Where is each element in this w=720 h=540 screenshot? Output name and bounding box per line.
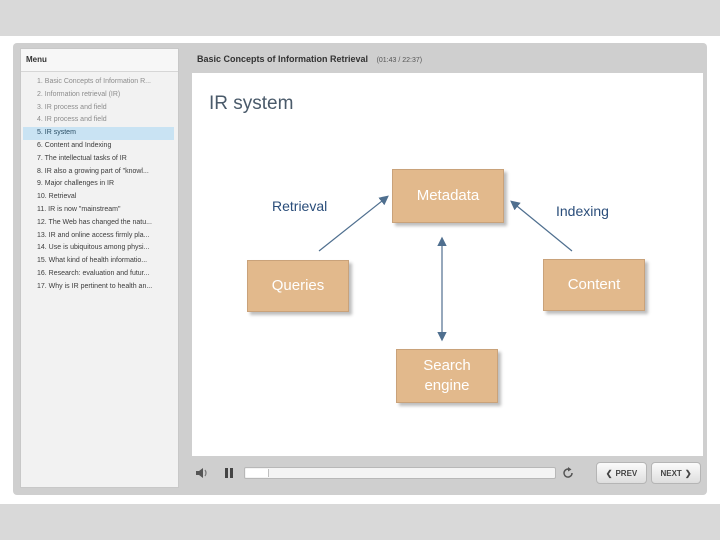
menu-item[interactable]: 12. The Web has changed the natu... [37,218,152,226]
content-label: Content [567,276,621,293]
playback-controls: ❮ PREV NEXT ❯ [190,460,702,488]
menu-item[interactable]: 14. Use is ubiquitous among physi... [37,244,150,252]
volume-icon [196,468,207,478]
menu-item[interactable]: 8. IR also a growing part of "knowl... [37,167,149,175]
replay-icon [563,467,573,478]
metadata-box: Metadata [392,169,504,223]
elapsed-time: (01:43 / 22:37) [376,57,423,64]
menu-item[interactable]: 11. IR is now "mainstream" [37,205,121,213]
menu-item[interactable]: 6. Content and Indexing [37,141,112,149]
pause-icon [225,468,233,478]
menu-item[interactable]: 7. The intellectual tasks of IR [37,154,127,162]
menu-sidebar: Menu 1. Basic Concepts of Information R.… [20,48,179,488]
menu-header: Menu [21,49,178,72]
search-engine-label-line2: engine [424,377,470,394]
slide-title: IR system [209,93,294,114]
presentation-title-bar: Basic Concepts of Information Retrieval … [190,48,702,70]
bottom-margin [0,504,720,540]
prev-button[interactable]: ❮ PREV [596,462,647,484]
menu-item[interactable]: 17. Why is IR pertinent to health an... [37,282,153,290]
slide-canvas: IR system Metadata Queries Content Searc… [191,72,704,457]
top-margin [0,0,720,36]
volume-button[interactable] [191,462,213,484]
search-engine-label-line1: Search [423,357,471,374]
menu-item[interactable]: 16. Research: evaluation and futur... [37,269,150,277]
menu-item[interactable]: 13. IR and online access firmly pla... [37,231,150,239]
queries-label: Queries [271,277,325,294]
progress-fill [246,469,269,477]
metadata-label: Metadata [416,187,480,204]
queries-box: Queries [247,260,349,312]
next-label: NEXT [660,468,682,478]
menu-item[interactable]: 15. What kind of health informatio... [37,257,148,265]
menu-item[interactable]: 9. Major challenges in IR [37,180,115,188]
menu-item[interactable]: 3. IR process and field [37,103,107,111]
retrieval-label: Retrieval [272,198,328,214]
presentation-title: Basic Concepts of Information Retrieval [197,54,369,64]
menu-item[interactable]: 5. IR system [23,127,174,140]
progress-bar[interactable] [244,467,556,479]
menu-item[interactable]: 2. Information retrieval (IR) [37,90,121,98]
pause-button[interactable] [218,462,240,484]
indexing-arrow [510,200,573,252]
retrieval-arrow [318,195,389,252]
search-engine-box: Search engine [396,349,498,403]
menu-item[interactable]: 1. Basic Concepts of Information R... [37,78,151,85]
indexing-label: Indexing [556,203,609,219]
prev-label: PREV [615,468,638,478]
menu-item[interactable]: 4. IR process and field [37,116,107,124]
diagram-arrows [318,195,573,342]
next-button[interactable]: NEXT ❯ [651,462,701,484]
menu-list: 1. Basic Concepts of Information R... 2. … [21,76,178,294]
content-box: Content [543,259,645,311]
menu-item[interactable]: 10. Retrieval [37,193,77,201]
next-arrow-icon: ❯ [684,468,692,478]
replay-button[interactable] [558,462,578,484]
prev-arrow-icon: ❮ [605,468,613,478]
